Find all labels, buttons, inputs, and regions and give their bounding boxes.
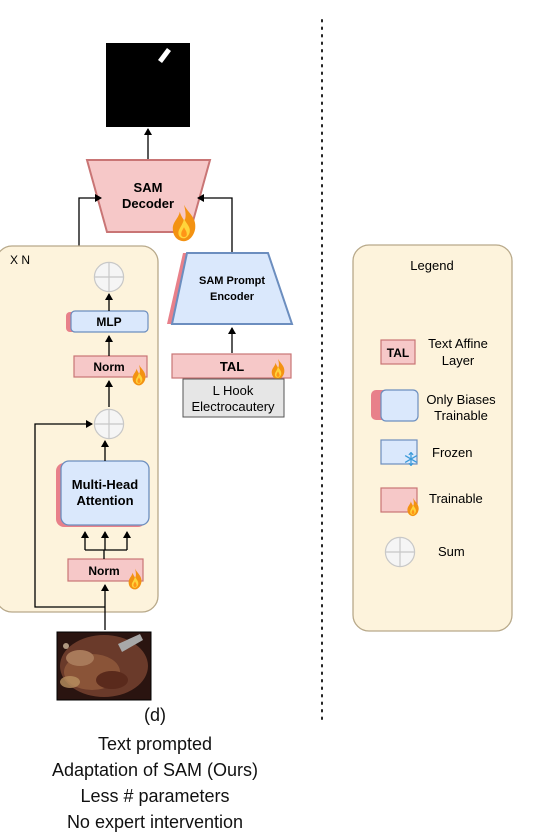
legend-item-sum: Sum bbox=[384, 536, 465, 568]
attention-label-line1: Multi-Head bbox=[72, 477, 139, 492]
sum-icon bbox=[93, 261, 125, 293]
input-surgical-image bbox=[56, 631, 152, 701]
decoder-label-line1: SAM bbox=[134, 180, 163, 195]
text-prompt-line2: Electrocautery bbox=[191, 399, 275, 414]
sam-prompt-encoder: SAM Prompt Encoder bbox=[167, 252, 294, 325]
legend-bias-desc-line2: Trainable bbox=[434, 408, 488, 423]
legend-trainable-desc: Trainable bbox=[429, 491, 483, 506]
attention-label-line2: Attention bbox=[76, 493, 133, 508]
legend-item-bias-trainable: Only Biases Trainable bbox=[371, 389, 496, 423]
legend-tal-swatch-label: TAL bbox=[387, 346, 409, 360]
attention-input-arrows bbox=[81, 531, 131, 559]
sum-icon bbox=[93, 408, 125, 440]
caption-line-5: No expert intervention bbox=[66, 812, 244, 832]
sam-decoder: SAM Decoder bbox=[85, 159, 212, 242]
prompt-encoder-label-line2: Encoder bbox=[210, 291, 255, 303]
norm-top: Norm bbox=[73, 355, 148, 386]
caption-line-3: Adaptation of SAM (Ours) bbox=[51, 760, 259, 780]
norm-bottom: Norm bbox=[67, 558, 144, 590]
sum-icon bbox=[384, 536, 416, 568]
legend-item-trainable: Trainable bbox=[380, 487, 483, 517]
tal-block: TAL bbox=[171, 353, 292, 380]
legend-frozen-desc: Frozen bbox=[432, 445, 472, 460]
legend-tal-desc-line1: Text Affine bbox=[428, 336, 488, 351]
prompt-encoder-label-line1: SAM Prompt bbox=[199, 275, 265, 287]
image-encoder-block: X N bbox=[0, 245, 159, 613]
arrow-prompt-to-decoder bbox=[197, 194, 233, 252]
text-prompt-line1: L Hook bbox=[213, 383, 254, 398]
mlp: MLP bbox=[66, 310, 149, 333]
mlp-label: MLP bbox=[96, 315, 121, 329]
caption-line-2: Text prompted bbox=[97, 734, 213, 754]
legend-item-frozen: Frozen bbox=[380, 439, 472, 466]
arrow-encoder-to-decoder bbox=[78, 194, 102, 246]
legend-title: Legend bbox=[410, 258, 453, 273]
tal-label: TAL bbox=[220, 359, 244, 374]
legend: Legend TAL Text Affine Layer Only Biases… bbox=[352, 244, 513, 632]
repeat-label: X N bbox=[10, 253, 30, 267]
legend-tal-desc-line2: Layer bbox=[442, 353, 475, 368]
legend-bias-desc-line1: Only Biases bbox=[426, 392, 496, 407]
norm-bottom-label: Norm bbox=[88, 564, 119, 578]
decoder-label-line2: Decoder bbox=[122, 196, 174, 211]
caption-line-4: Less # parameters bbox=[80, 786, 230, 806]
caption-panel-id: (d) bbox=[144, 705, 166, 725]
norm-top-label: Norm bbox=[93, 360, 124, 374]
output-mask-image bbox=[106, 43, 190, 127]
text-prompt-box: L Hook Electrocautery bbox=[182, 378, 285, 418]
legend-sum-desc: Sum bbox=[438, 544, 465, 559]
legend-item-tal: TAL Text Affine Layer bbox=[380, 336, 488, 368]
multi-head-attention: Multi-Head Attention bbox=[56, 460, 150, 527]
residual-connection-1 bbox=[34, 420, 105, 608]
